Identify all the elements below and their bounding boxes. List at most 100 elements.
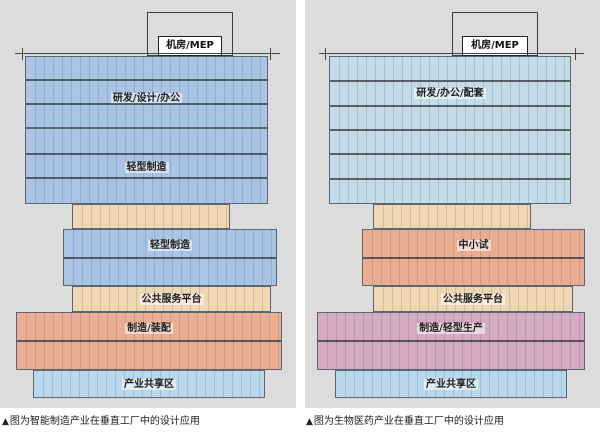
rd-office-label: 研发/设计/办公 bbox=[110, 93, 183, 104]
rd-office-support-block: 研发/办公/配套 bbox=[329, 56, 571, 204]
facade-mullion bbox=[242, 57, 243, 127]
facade-mullion bbox=[233, 129, 234, 203]
facade-mullion bbox=[242, 129, 243, 203]
facade-mullion bbox=[71, 129, 72, 203]
facade-mullion bbox=[552, 371, 553, 397]
facade-mullion bbox=[383, 287, 384, 311]
facade-mullion bbox=[419, 205, 420, 228]
facade-mullion bbox=[97, 371, 98, 397]
facade-mullion bbox=[251, 57, 252, 127]
facade-mullion bbox=[134, 57, 135, 127]
facade-mullion bbox=[91, 205, 92, 228]
facade-mullion bbox=[518, 205, 519, 228]
facade-mullion bbox=[62, 129, 63, 203]
facade-mullion bbox=[401, 205, 402, 228]
floor-line bbox=[330, 105, 570, 107]
facade-mullion bbox=[91, 287, 92, 311]
light-manufacturing-mid-block: 轻型制造 bbox=[63, 229, 277, 286]
industrial-shared-label: 产业共享区 bbox=[122, 379, 176, 390]
floor-line bbox=[17, 340, 281, 342]
facade-mullion bbox=[116, 57, 117, 127]
facade-mullion bbox=[196, 371, 197, 397]
facade-mullion bbox=[208, 287, 209, 311]
left-caption-text: 图为智能制造产业在垂直工厂中的设计应用 bbox=[9, 416, 200, 427]
facade-mullion bbox=[188, 129, 189, 203]
facade-mullion bbox=[561, 371, 562, 397]
facade-mullion bbox=[53, 129, 54, 203]
mep-room-label: 机房/MEP bbox=[166, 40, 214, 51]
facade-mullion bbox=[44, 57, 45, 127]
facade-mullion bbox=[428, 205, 429, 228]
public-service-label: 公共服务平台 bbox=[139, 294, 204, 305]
rd-office-support-label: 研发/办公/配套 bbox=[414, 88, 486, 99]
facade-mullion bbox=[154, 205, 155, 228]
light-manufacturing-mid-label: 轻型制造 bbox=[148, 240, 192, 251]
facade-mullion bbox=[215, 129, 216, 203]
facade-mullion bbox=[145, 205, 146, 228]
facade-mullion bbox=[491, 205, 492, 228]
facade-mullion bbox=[214, 371, 215, 397]
facade-mullion bbox=[127, 287, 128, 311]
facade-mullion bbox=[381, 371, 382, 397]
facade-mullion bbox=[437, 287, 438, 311]
facade-mullion bbox=[190, 205, 191, 228]
pilot-scale-label: 中小试 bbox=[456, 240, 491, 251]
facade-mullion bbox=[44, 129, 45, 203]
facade-mullion bbox=[262, 287, 263, 311]
facade-mullion bbox=[392, 287, 393, 311]
floor-line bbox=[318, 340, 584, 342]
right-caption: ▲图为生物医药产业在垂直工厂中的设计应用 bbox=[306, 412, 504, 427]
facade-mullion bbox=[235, 287, 236, 311]
facade-mullion bbox=[125, 57, 126, 127]
facade-mullion bbox=[136, 205, 137, 228]
facade-mullion bbox=[223, 371, 224, 397]
facade-mullion bbox=[563, 287, 564, 311]
facade-mullion bbox=[62, 57, 63, 127]
facade-mullion bbox=[259, 371, 260, 397]
facade-mullion bbox=[417, 371, 418, 397]
transfer-floor-block bbox=[373, 204, 531, 229]
light-manufacturing-top-label: 轻型制造 bbox=[124, 162, 169, 173]
facade-mullion bbox=[80, 57, 81, 127]
facade-mullion bbox=[215, 57, 216, 127]
manufacturing-light-production-label: 制造/轻型生产 bbox=[417, 323, 485, 334]
roof-post bbox=[22, 48, 23, 60]
manufacturing-assembly-label: 制造/装配 bbox=[125, 323, 173, 334]
roof-post bbox=[575, 48, 576, 60]
mep-room-label: 机房/MEP bbox=[471, 40, 519, 51]
facade-mullion bbox=[179, 129, 180, 203]
facade-mullion bbox=[509, 205, 510, 228]
roof-post bbox=[325, 48, 326, 60]
roof-post bbox=[270, 48, 271, 60]
facade-mullion bbox=[79, 371, 80, 397]
facade-mullion bbox=[464, 205, 465, 228]
floor-line bbox=[330, 153, 570, 155]
facade-mullion bbox=[536, 287, 537, 311]
facade-mullion bbox=[187, 371, 188, 397]
facade-mullion bbox=[244, 287, 245, 311]
facade-mullion bbox=[232, 371, 233, 397]
facade-mullion bbox=[455, 205, 456, 228]
facade-mullion bbox=[107, 57, 108, 127]
facade-mullion bbox=[554, 287, 555, 311]
facade-mullion bbox=[61, 371, 62, 397]
facade-mullion bbox=[136, 287, 137, 311]
facade-mullion bbox=[437, 205, 438, 228]
facade-mullion bbox=[251, 129, 252, 203]
industrial-shared-block: 产业共享区 bbox=[33, 370, 265, 398]
facade-mullion bbox=[172, 205, 173, 228]
facade-mullion bbox=[226, 287, 227, 311]
facade-mullion bbox=[205, 371, 206, 397]
facade-mullion bbox=[253, 287, 254, 311]
mep-room-box: 机房/MEP bbox=[462, 36, 528, 56]
facade-mullion bbox=[70, 371, 71, 397]
facade-mullion bbox=[399, 371, 400, 397]
facade-mullion bbox=[250, 371, 251, 397]
facade-mullion bbox=[170, 129, 171, 203]
facade-mullion bbox=[188, 57, 189, 127]
facade-mullion bbox=[116, 129, 117, 203]
mep-room-box: 机房/MEP bbox=[158, 36, 222, 56]
facade-mullion bbox=[179, 57, 180, 127]
facade-mullion bbox=[446, 205, 447, 228]
facade-mullion bbox=[127, 205, 128, 228]
